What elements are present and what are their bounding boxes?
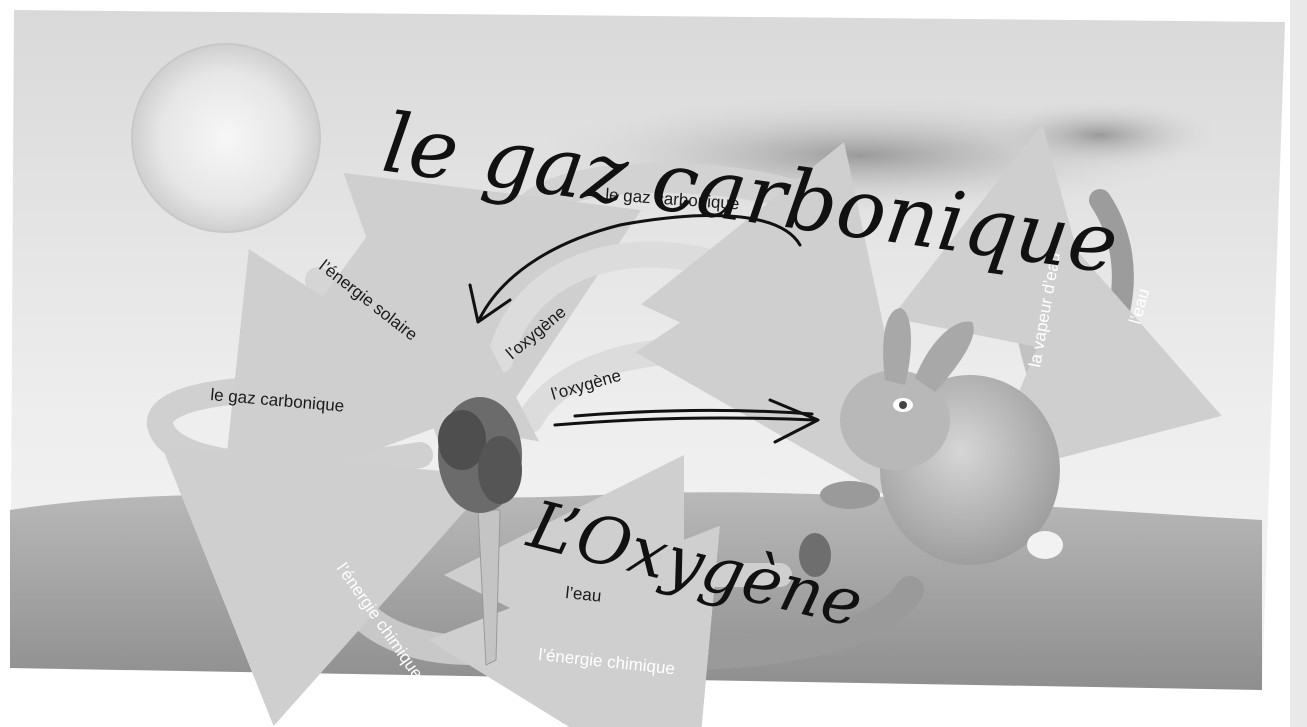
sun: [132, 44, 320, 232]
label-water-bottom: l’eau: [565, 583, 603, 606]
cloud: [980, 100, 1220, 170]
